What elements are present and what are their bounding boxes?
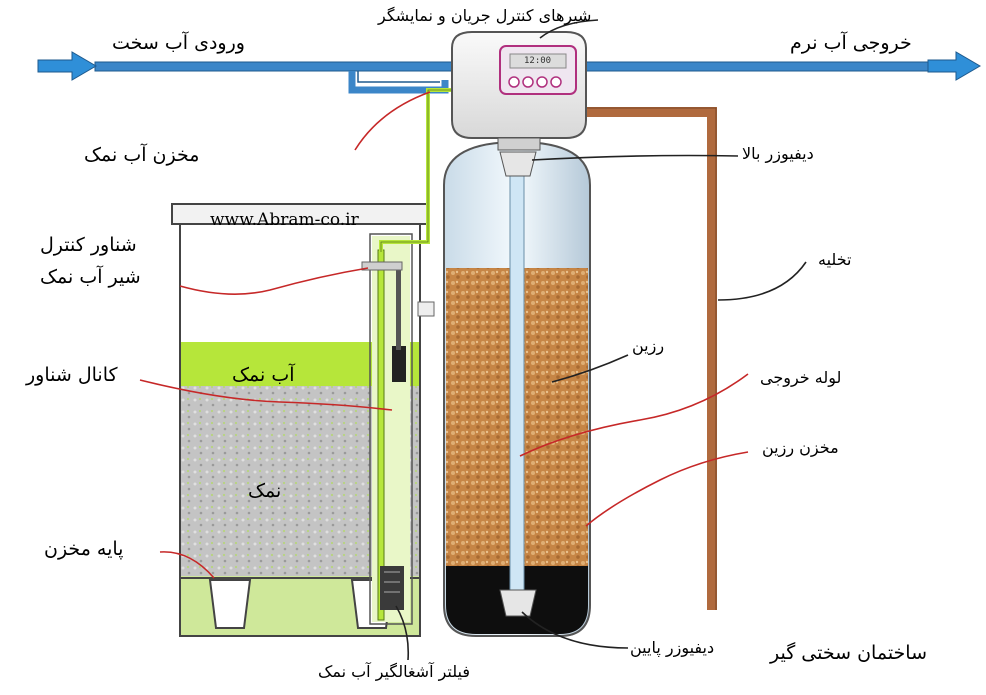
label-soft-water-outlet: خروجی آب نرم (790, 32, 912, 54)
leader-float-valve (179, 267, 369, 295)
label-brine: آب نمک (232, 364, 295, 386)
label-tank-base: پایه مخزن (44, 538, 124, 560)
label-float-valve-line2: شیر آب نمک (40, 266, 141, 288)
leader-control-valve (539, 19, 599, 39)
leader-resin-tank (585, 451, 749, 527)
label-brine-tank: مخزن آب نمک (84, 144, 200, 166)
leader-brine-filter (395, 605, 410, 661)
brine-filter (380, 566, 404, 610)
label-resin-tank: مخزن رزین (762, 438, 839, 457)
float-channel (361, 233, 435, 625)
label-softener-structure: ساختمان سختی گیر (770, 642, 928, 664)
control-valve (451, 31, 587, 151)
label-brine-filter: فیلتر آشغالگیر آب نمک (318, 662, 471, 681)
label-control-valve: شیرهای کنترل جریان و نمایشگر (378, 6, 592, 25)
valve-button (522, 76, 534, 88)
leader-resin (551, 354, 629, 383)
valve-display-time: 12:00 (524, 56, 552, 66)
tank-base-leg-left (208, 579, 252, 629)
label-salt: نمک (248, 480, 282, 502)
outlet-arrow (927, 51, 981, 81)
drain-pipe (585, 107, 717, 610)
label-website: www.Abram-co.ir (210, 210, 359, 230)
lower-diffuser (499, 589, 537, 617)
upper-diffuser (499, 151, 537, 177)
label-lower-diffuser: دیفیوزر پایین (630, 638, 715, 657)
leader-lower-diffuser (521, 611, 629, 649)
valve-button (536, 76, 548, 88)
resin-tank (443, 140, 591, 637)
label-upper-diffuser: دیفیوزر بالا (742, 144, 814, 163)
outlet-pipe (509, 169, 525, 591)
leader-float-channel (139, 379, 393, 411)
label-drain: تخلیه (818, 250, 852, 269)
label-outlet-pipe: لوله خروجی (760, 368, 842, 387)
valve-button (550, 76, 562, 88)
label-float-channel: کانال شناور (26, 364, 118, 386)
leader-upper-diffuser (531, 154, 739, 161)
leader-drain (717, 261, 807, 301)
label-hard-water-inlet: ورودی آب سخت (112, 32, 245, 54)
inlet-arrow (37, 51, 97, 81)
leader-brine-tank-red (354, 91, 431, 151)
label-resin: رزین (632, 336, 665, 355)
label-float-valve-line1: شناور کنترل (40, 234, 137, 256)
valve-lcd (509, 53, 567, 69)
leader-tank-base (159, 551, 215, 579)
leader-outlet-pipe (519, 373, 749, 457)
valve-button (508, 76, 520, 88)
leader-lines (139, 19, 807, 661)
